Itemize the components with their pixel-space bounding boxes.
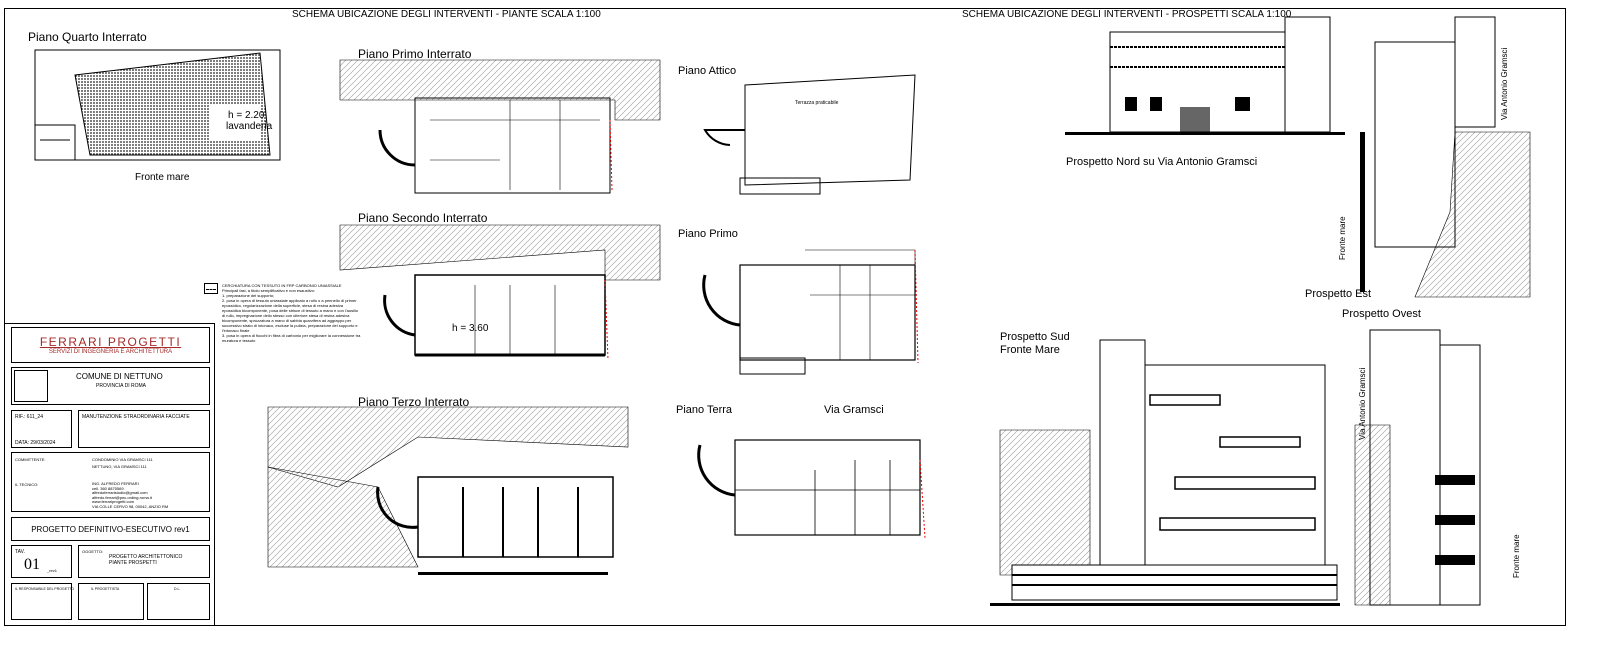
- est-street-label: Via Antonio Gramsci: [1500, 47, 1509, 120]
- provincia: PROVINCIA DI ROMA: [96, 383, 147, 389]
- elevation-est-label: Prospetto Est: [1305, 288, 1372, 300]
- terra-street: Via Gramsci: [824, 404, 884, 416]
- secondo-height: h = 3.60: [452, 323, 489, 334]
- committente-label: COMMITTENTE:: [15, 457, 46, 462]
- progetto-box: PROGETTO DEFINITIVO-ESECUTIVO rev1: [11, 517, 210, 541]
- quarto-caption: Fronte mare: [135, 172, 190, 183]
- elevation-sud-drawing: [990, 339, 1340, 606]
- rif: RIF.: 611_24: [15, 414, 43, 420]
- legend-text: CERCHIATURA CON TESSUTO IN FRP CARBONIO …: [222, 283, 362, 343]
- drawing-frame: [4, 8, 1566, 626]
- responsabile-box: IL RESPONSABILE DEL PROGETTO: [11, 583, 74, 620]
- committente-1: CONDOMINIO VIA GRAMSCI 111: [92, 457, 153, 462]
- tecnico-website: www.ferrariprogetti.com: [92, 499, 135, 504]
- elevation-sud-label-2: Fronte Mare: [1000, 344, 1060, 356]
- elevation-nord-drawing: [1065, 16, 1345, 135]
- oggetto-2: PIANTE PROSPETTI: [109, 560, 157, 566]
- company-box: FERRARI PROGETTI SERVIZI DI INGEGNERIA E…: [11, 327, 210, 363]
- plan-title-primo: Piano Primo: [678, 228, 738, 240]
- tecnico-details: ING. ALFREDO FERRARI cell. 360 8875569 a…: [92, 481, 169, 509]
- comune-box: COMUNE DI NETTUNO PROVINCIA DI ROMA: [11, 367, 210, 405]
- legend-subtitle: Principali fasi, a titolo semplificativo…: [222, 288, 315, 293]
- legend-item: 3. posa in opera di fiocchi in fibra di …: [222, 333, 361, 343]
- elevations-header: SCHEMA UBICAZIONE DEGLI INTERVENTI - PRO…: [962, 9, 1292, 20]
- plan-primo-interrato-drawing: [339, 59, 661, 194]
- title-block: [4, 323, 215, 626]
- responsabile-label: IL RESPONSABILE DEL PROGETTO: [15, 587, 74, 591]
- progettista-box: IL PROGETTISTA: [78, 583, 144, 620]
- plan-title-terra: Piano Terra: [676, 404, 733, 416]
- ovest-street-label: Via Antonio Gramsci: [1358, 367, 1367, 440]
- plan-terzo-drawing: [267, 406, 629, 575]
- elevation-nord-label: Prospetto Nord su Via Antonio Gramsci: [1066, 156, 1258, 168]
- quarto-room: lavanderia: [226, 121, 273, 132]
- company-name: FERRARI PROGETTI: [39, 335, 182, 349]
- oggetto-label: OGGETTO:: [82, 549, 104, 554]
- legend-swatch: [204, 283, 218, 294]
- plan-title-primo-interrato: Piano Primo Interrato: [358, 47, 472, 61]
- plan-title-secondo: Piano Secondo Interrato: [358, 211, 488, 225]
- progetto: PROGETTO DEFINITIVO-ESECUTIVO rev1: [31, 525, 190, 534]
- plan-title-quarto: Piano Quarto Interrato: [28, 30, 147, 44]
- plan-secondo-drawing: [339, 224, 661, 361]
- tecnico-pec: alfredo.ferrari@pec.ording.roma.it: [92, 494, 152, 500]
- plan-title-terzo: Piano Terzo Interrato: [358, 395, 470, 409]
- plan-primo-drawing: [702, 249, 919, 375]
- legend-item: 1. preparazione del supporto;: [222, 293, 275, 298]
- rif-box: RIF.: 611_24 DATA: 29/03/2024: [11, 410, 72, 448]
- attico-room: Terrazza praticabile: [795, 100, 839, 106]
- quarto-height: h = 2.20: [228, 110, 265, 121]
- committente-box: COMMITTENTE: CONDOMINIO VIA GRAMSCI 111 …: [11, 452, 210, 512]
- elevation-est-drawing: [1360, 16, 1531, 298]
- legend-title: CERCHIATURA CON TESSUTO IN FRP CARBONIO …: [222, 283, 342, 288]
- company-subtitle: SERVIZI DI INGEGNERIA E ARCHITETTURA: [48, 349, 173, 355]
- elevation-ovest-drawing: [1354, 329, 1481, 606]
- tecnico-email: alfredoferraristudio@gmail.com: [92, 490, 148, 495]
- tecnico-label: IL TECNICO:: [15, 482, 39, 487]
- progettista-label: IL PROGETTISTA: [91, 587, 120, 591]
- tav-number: 01: [24, 556, 40, 573]
- intervento-box: MANUTENZIONE STRAORDINARIA FACCIATE: [78, 410, 210, 448]
- tav-rev: _rev1: [47, 568, 58, 573]
- tav-box: TAV. 01 _rev1: [11, 545, 72, 578]
- plan-title-attico: Piano Attico: [678, 65, 737, 77]
- tecnico-address: VIA COLLE CERVO 98, 00042, ANZIO RM: [92, 503, 169, 509]
- tecnico-name: ING. ALFREDO FERRARI: [92, 481, 139, 486]
- tecnico-phone: cell. 360 8875569: [92, 485, 124, 491]
- elevation-sud-label-1: Prospetto Sud: [1000, 331, 1070, 343]
- tav-label: TAV.: [15, 549, 25, 555]
- oggetto-box: OGGETTO: PROGETTO ARCHITETTONICO PIANTE …: [78, 545, 210, 578]
- plan-attico-drawing: [703, 74, 916, 195]
- intervento: MANUTENZIONE STRAORDINARIA FACCIATE: [82, 414, 190, 420]
- logo-placeholder: [14, 370, 48, 402]
- data: DATA: 29/03/2024: [15, 440, 56, 446]
- comune: COMUNE DI NETTUNO: [76, 372, 163, 381]
- ovest-fronte-mare-label: Fronte mare: [1512, 534, 1521, 578]
- plan-quarto-drawing: [34, 49, 281, 161]
- oggetto-1: PROGETTO ARCHITETTONICO: [109, 554, 183, 560]
- committente-2: NETTUNO, VIA GRAMSCI 111: [92, 464, 147, 469]
- dl-label: D.L.: [174, 587, 181, 591]
- elevation-ovest-label: Prospetto Ovest: [1342, 308, 1421, 320]
- dl-box: D.L.: [147, 583, 210, 620]
- legend-item: 2. posa in opera di tessuto uniassiale a…: [222, 298, 358, 333]
- plan-terra-drawing: [697, 439, 926, 539]
- est-fronte-mare-label: Fronte mare: [1338, 216, 1347, 260]
- plans-header: SCHEMA UBICAZIONE DEGLI INTERVENTI - PIA…: [292, 9, 601, 20]
